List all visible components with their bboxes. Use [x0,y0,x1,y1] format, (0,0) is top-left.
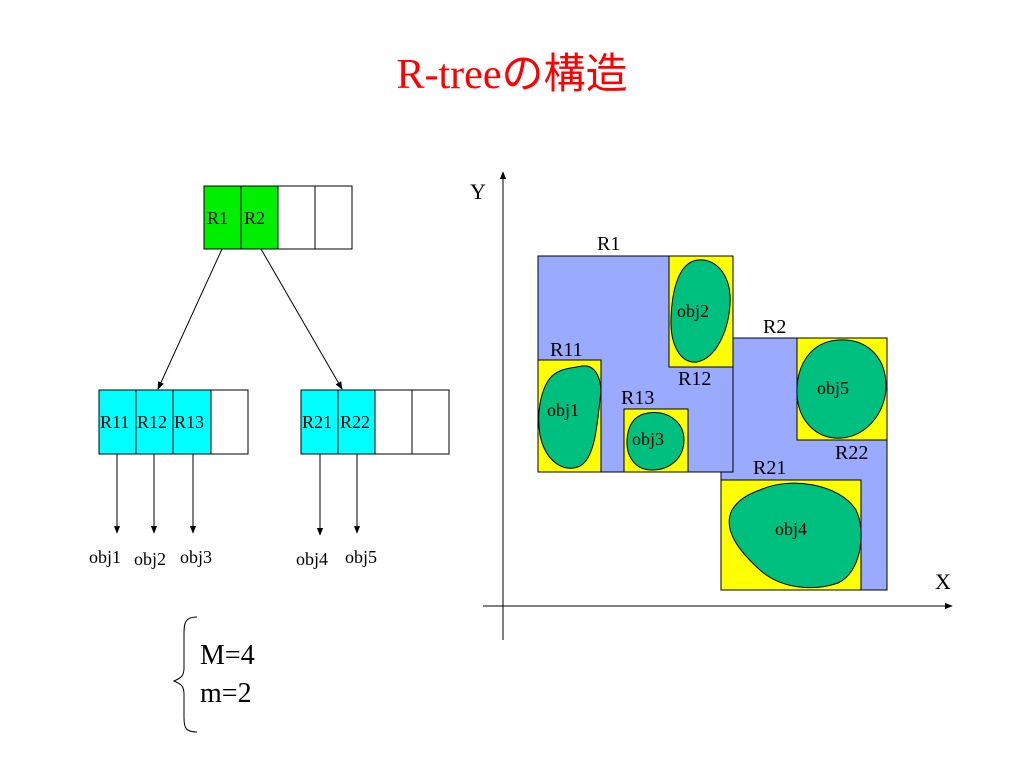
object-obj2 [670,259,731,363]
root-entry-label-r1: R1 [207,208,228,228]
left-entry-label-r13: R13 [174,412,204,432]
root-entry-label-r2: R2 [244,208,265,228]
y-axis-label: Y [470,179,486,204]
object-label-obj4: obj4 [775,519,807,539]
region-label-r11: R11 [550,339,583,361]
left-entry-r11 [98,389,137,455]
root-entry-r1 [203,185,242,250]
left-entry-label-r12: R12 [137,412,167,432]
leaf-object-obj5: obj5 [345,547,377,567]
left-entry-r13 [172,389,212,455]
param-min-entries: m=2 [200,678,252,709]
right-entry-empty-3 [374,389,413,455]
right-entry-label-r22: R22 [340,412,370,432]
root-entry-empty-3 [277,185,316,250]
param-max-entries: M=4 [200,640,255,671]
leaf-object-obj2: obj2 [134,549,166,569]
region-label-r12: R12 [678,368,711,390]
region-label-r13: R13 [621,387,654,409]
object-obj3 [626,412,685,471]
object-label-obj2: obj2 [677,301,709,321]
right-entry-label-r21: R21 [302,412,332,432]
page-title: R-treeの構造 [396,52,628,98]
tree-edge-r1 [157,248,223,390]
root-entry-empty-4 [314,185,353,250]
right-node: R21 R22 [300,389,450,455]
left-entry-empty-4 [210,389,249,455]
region-label-r21: R21 [753,457,786,479]
left-entry-label-r11: R11 [100,412,129,432]
leaf-object-obj4: obj4 [296,549,328,569]
leaf-object-obj1: obj1 [89,547,121,567]
root-entry-r2 [240,185,279,250]
object-label-obj1: obj1 [547,400,579,420]
object-label-obj5: obj5 [817,378,849,398]
x-axis-label: X [935,569,951,594]
region-label-r2: R2 [763,316,786,338]
leaf-object-obj3: obj3 [180,547,212,567]
object-label-obj3: obj3 [632,429,664,449]
object-obj1 [538,365,602,469]
object-obj5 [796,339,887,439]
object-obj4 [728,482,862,589]
left-node: R11 R12 R13 [98,389,249,455]
right-entry-empty-4 [411,389,450,455]
root-node: R1 R2 [203,185,353,250]
region-label-r22: R22 [835,442,868,464]
region-label-r1: R1 [597,233,620,255]
tree-edge-r2 [260,248,343,390]
params-brace [172,616,198,733]
